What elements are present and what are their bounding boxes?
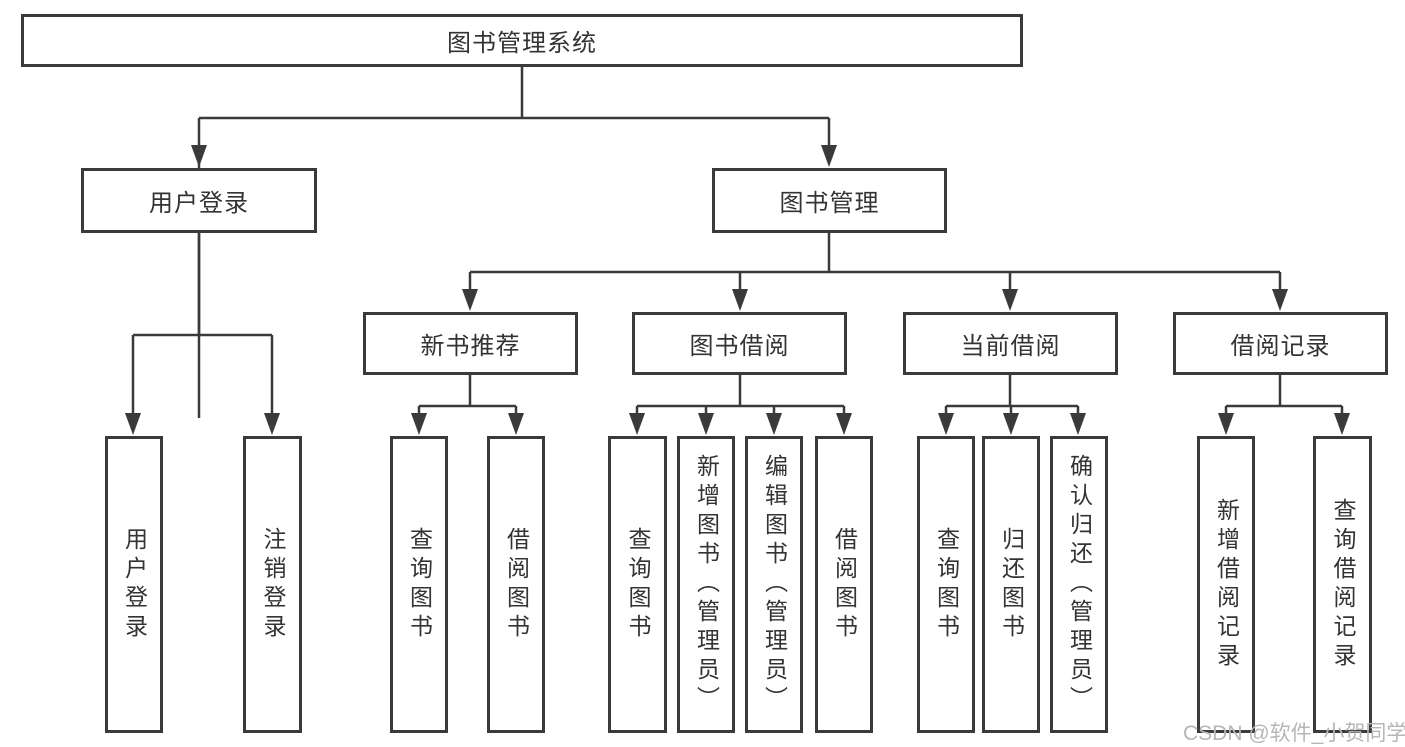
arrowhead-icon	[462, 289, 478, 311]
leaf-borrow-books-1: 借阅图书	[487, 436, 545, 733]
node-user-login: 用户登录	[81, 168, 317, 233]
leaf-return-book: 归还图书	[982, 436, 1040, 733]
arrowhead-icon	[1272, 289, 1288, 311]
connector-line	[1224, 375, 1344, 418]
arrowhead-icon	[698, 413, 714, 435]
leaf-add-borrow-record: 新增借阅记录	[1197, 436, 1255, 733]
arrowhead-icon	[836, 413, 852, 435]
arrowhead-icon	[821, 145, 837, 167]
arrowhead-icon	[125, 413, 141, 435]
arrowhead-icon	[1002, 289, 1018, 311]
arrowhead-icon	[264, 413, 280, 435]
csdn-watermark: CSDN @软件_小贺同学	[1183, 722, 1405, 745]
arrowhead-icon	[191, 145, 207, 167]
arrowhead-icon	[508, 413, 524, 435]
arrowhead-icon	[1070, 413, 1086, 435]
node-current-borrowing: 当前借阅	[903, 312, 1118, 375]
arrowhead-icon	[732, 289, 748, 311]
leaf-logout: 注销登录	[243, 436, 302, 733]
connector-line	[944, 375, 1080, 418]
connector-line	[131, 233, 274, 418]
arrowhead-icon	[938, 413, 954, 435]
leaf-query-borrow-record: 查询借阅记录	[1313, 436, 1372, 733]
leaf-edit-book-admin: 编辑图书（管理员）	[745, 436, 803, 733]
node-borrow-records: 借阅记录	[1173, 312, 1388, 375]
arrowhead-icon	[1334, 413, 1350, 435]
leaf-user-login: 用户登录	[105, 436, 163, 733]
connector-line	[417, 375, 518, 418]
node-book-management: 图书管理	[712, 168, 947, 233]
connector-line	[468, 232, 1282, 294]
arrowhead-icon	[1218, 413, 1234, 435]
connector-line	[635, 375, 846, 418]
leaf-confirm-return-admin: 确认归还（管理员）	[1050, 436, 1108, 733]
node-new-book-recommend: 新书推荐	[363, 312, 578, 375]
arrowhead-icon	[1003, 413, 1019, 435]
connector-line	[197, 67, 831, 418]
leaf-add-book-admin: 新增图书（管理员）	[677, 436, 735, 733]
arrowhead-icon	[629, 413, 645, 435]
leaf-borrow-books-2: 借阅图书	[815, 436, 873, 733]
arrowhead-icon	[411, 413, 427, 435]
node-root: 图书管理系统	[21, 14, 1023, 67]
leaf-query-books-3: 查询图书	[917, 436, 975, 733]
arrowhead-icon	[766, 413, 782, 435]
leaf-query-books-1: 查询图书	[390, 436, 448, 733]
node-book-borrowing: 图书借阅	[632, 312, 847, 375]
leaf-query-books-2: 查询图书	[608, 436, 667, 733]
